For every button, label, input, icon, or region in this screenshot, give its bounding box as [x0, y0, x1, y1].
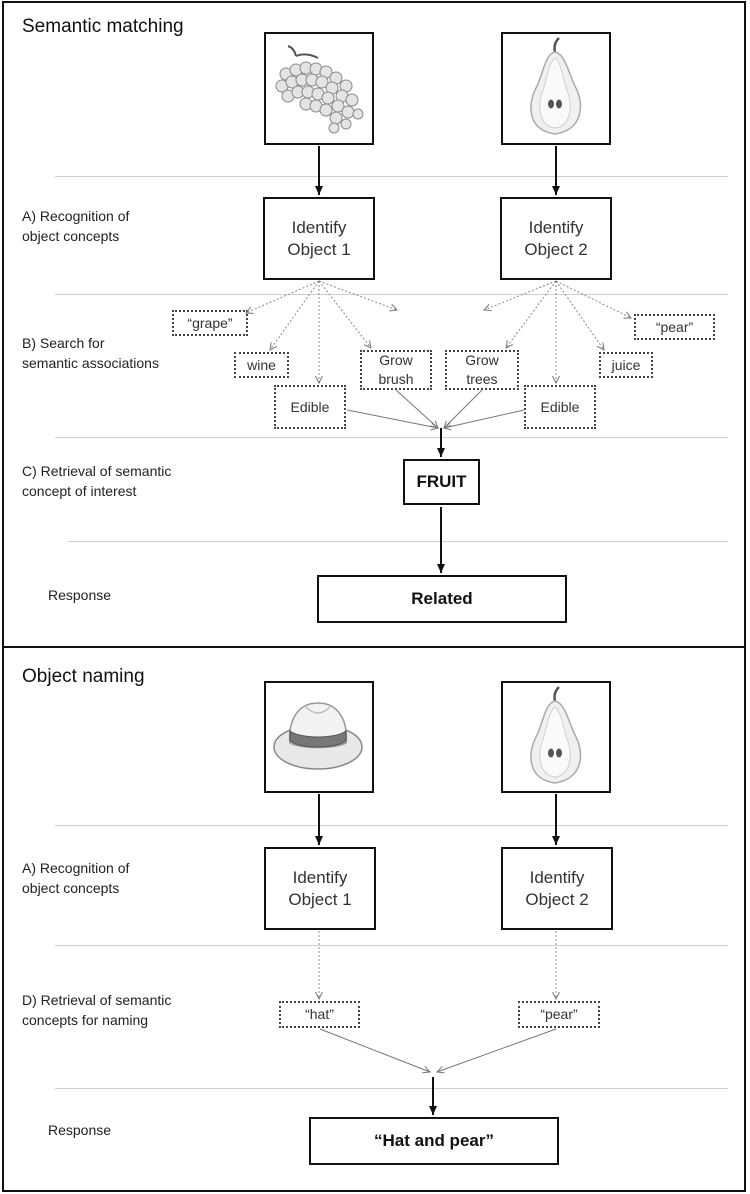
hat-icon: [273, 702, 363, 770]
grapes-icon: [275, 45, 364, 134]
object-naming-panel: [2, 646, 746, 1192]
response-hat-and-pear: “Hat and pear”: [309, 1117, 559, 1165]
separator: [55, 1088, 728, 1089]
pear-image: [501, 32, 611, 145]
concept-fruit: FRUIT: [403, 459, 480, 505]
response-label: Response: [48, 587, 112, 603]
hat-image: [264, 681, 374, 793]
separator: [55, 945, 728, 946]
association-edible-2: Edible: [524, 385, 596, 429]
association-juice: juice: [599, 352, 653, 378]
separator: [68, 541, 728, 542]
separator: [55, 176, 728, 177]
name-hat: “hat”: [279, 1001, 360, 1028]
panel-title-object-naming: Object naming: [22, 666, 145, 687]
name-pear: “pear”: [518, 1001, 600, 1028]
response-related: Related: [317, 575, 567, 623]
separator: [55, 437, 728, 438]
pear-icon: [530, 686, 582, 784]
association-grape: “grape”: [172, 310, 248, 336]
association-pear: “pear”: [634, 314, 715, 340]
association-edible-1: Edible: [274, 385, 346, 429]
response-label: Response: [48, 1122, 112, 1138]
separator: [55, 294, 728, 295]
pear-icon: [530, 37, 582, 135]
separator: [55, 825, 728, 826]
grapes-image: [264, 32, 374, 145]
pear-image: [501, 681, 611, 793]
association-wine: wine: [234, 352, 289, 378]
panel-title-semantic-matching: Semantic matching: [22, 16, 184, 37]
